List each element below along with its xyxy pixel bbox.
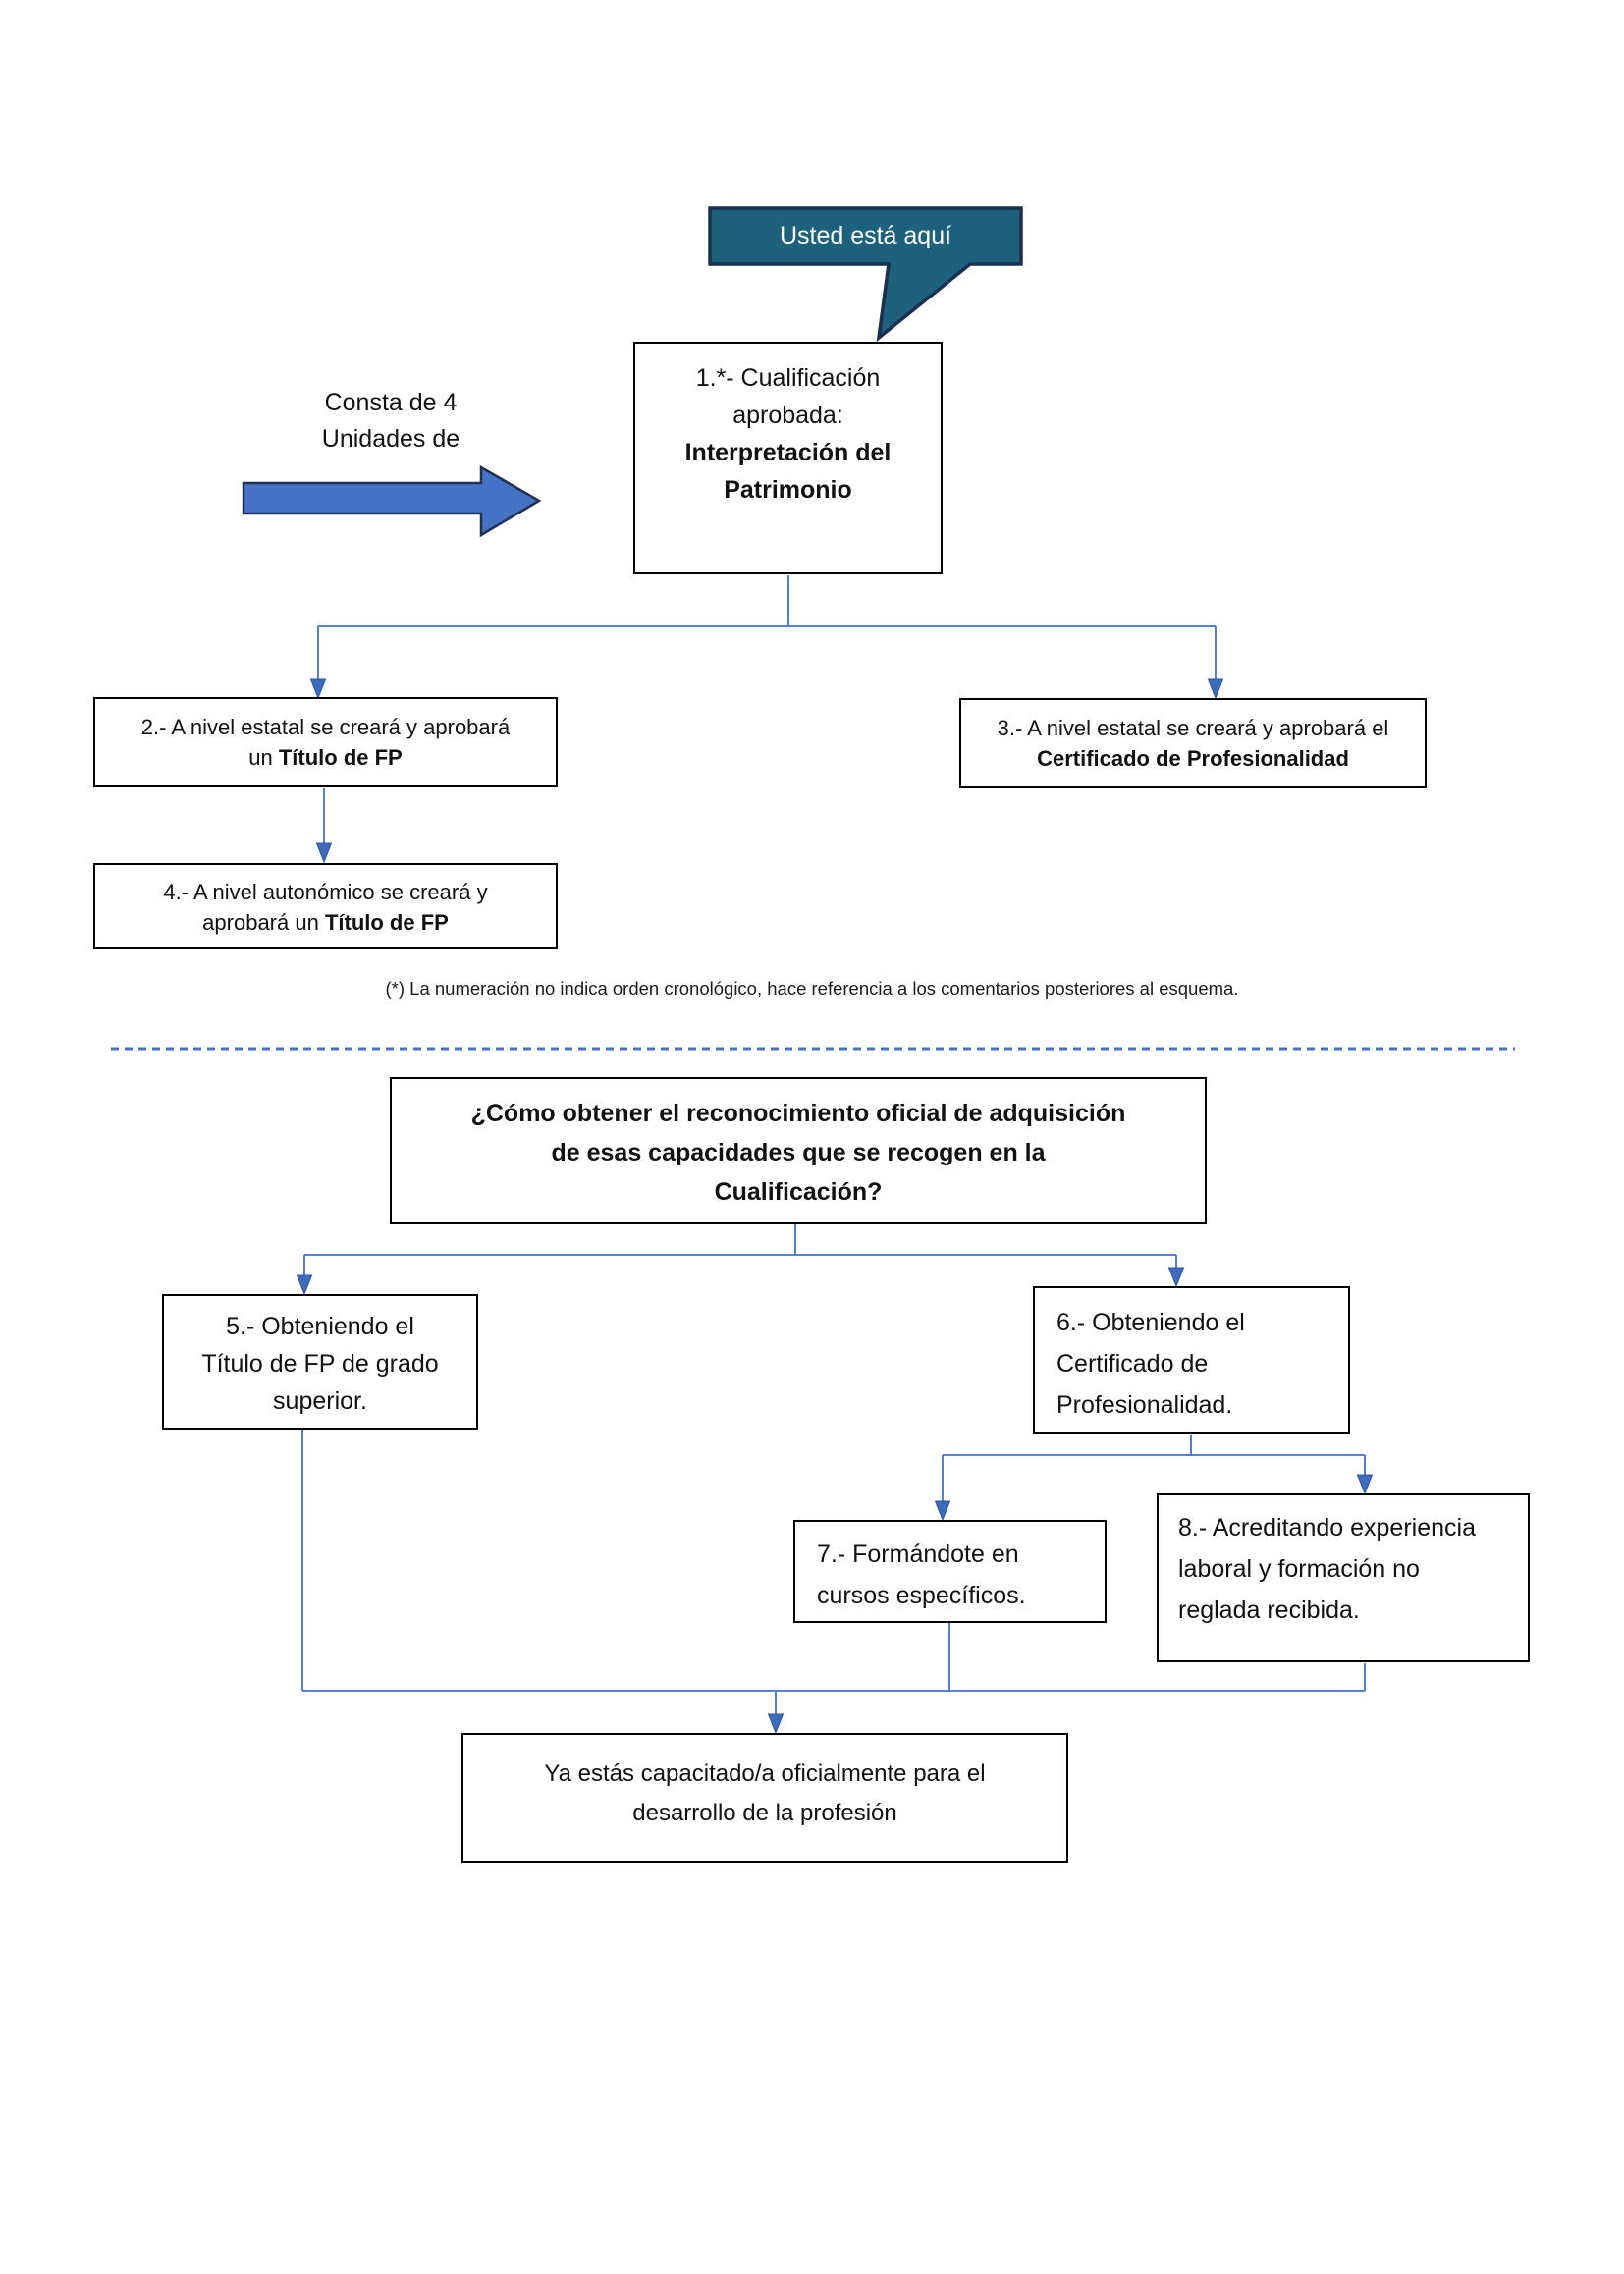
box-4-line-2-prefix: aprobará un bbox=[202, 910, 325, 935]
question-line-1: ¿Cómo obtener el reconocimiento oficial … bbox=[470, 1100, 1126, 1127]
box-2-line-2-prefix: un bbox=[248, 745, 279, 770]
box-1-line-4-bold: Patrimonio bbox=[724, 476, 852, 504]
arrowhead-into-box5 bbox=[296, 1274, 313, 1296]
final-box-capacitado: Ya estás capacitado/a oficialmente para … bbox=[461, 1733, 1068, 1863]
connector-box1-to-box2-box3 bbox=[317, 575, 1217, 686]
box-6-line-1: 6.- Obteniendo el bbox=[1056, 1309, 1245, 1336]
box-3-line-1: 3.- A nivel estatal se creará y aprobará… bbox=[997, 716, 1389, 740]
box-2-line-2-bold: Título de FP bbox=[278, 745, 403, 770]
box-2-titulo-fp-estatal: 2.- A nivel estatal se creará y aprobará… bbox=[93, 697, 558, 787]
arrowhead-into-box8 bbox=[1356, 1474, 1374, 1495]
connector-question-to-box5-box6 bbox=[303, 1224, 1177, 1276]
arrowhead-into-box4 bbox=[315, 842, 333, 864]
box-8-experiencia-laboral: 8.- Acreditando experiencia laboral y fo… bbox=[1157, 1493, 1530, 1662]
speech-bubble-shape bbox=[708, 206, 1023, 343]
box-1-line-1: 1.*- Cualificación bbox=[695, 364, 881, 392]
arrowhead-into-box6 bbox=[1167, 1267, 1185, 1288]
box-7-cursos-especificos: 7.- Formándote en cursos específicos. bbox=[793, 1520, 1107, 1623]
box-1-line-3-bold: Interpretación del bbox=[684, 439, 892, 466]
box-2-line-2: un Título de FP bbox=[95, 742, 556, 773]
final-line-1: Ya estás capacitado/a oficialmente para … bbox=[544, 1760, 986, 1787]
speech-bubble-text: Usted está aquí bbox=[779, 222, 952, 249]
box-6-line-3: Profesionalidad. bbox=[1056, 1391, 1233, 1419]
box-4-line-1: 4.- A nivel autonómico se creará y bbox=[163, 880, 488, 904]
question-box: ¿Cómo obtener el reconocimiento oficial … bbox=[390, 1077, 1207, 1224]
box-2-line-1: 2.- A nivel estatal se creará y aprobará bbox=[140, 715, 511, 739]
final-line-2: desarrollo de la profesión bbox=[632, 1800, 897, 1826]
footnote-text: (*) La numeración no indica orden cronol… bbox=[385, 978, 1239, 999]
speech-bubble-label: Usted está aquí bbox=[710, 208, 1021, 264]
box-6-line-2: Certificado de bbox=[1056, 1350, 1209, 1378]
box-4-line-2: aprobará un Título de FP bbox=[95, 907, 556, 938]
box-3-line-2-bold: Certificado de Profesionalidad bbox=[1037, 746, 1349, 771]
arrowhead-into-final bbox=[767, 1713, 785, 1735]
connector-box6-to-box7-box8 bbox=[942, 1435, 1366, 1502]
arrow-annotation-line-1: Consta de 4 bbox=[324, 389, 458, 416]
box-4-line-2-bold: Título de FP bbox=[324, 910, 449, 935]
box-5-line-1: 5.- Obteniendo el bbox=[226, 1313, 414, 1340]
box-8-line-1: 8.- Acreditando experiencia bbox=[1178, 1514, 1476, 1542]
box-6-certificado-profesionalidad: 6.- Obteniendo el Certificado de Profesi… bbox=[1033, 1286, 1350, 1434]
box-8-line-2: laboral y formación no bbox=[1178, 1555, 1420, 1583]
box-7-line-2: cursos específicos. bbox=[817, 1582, 1026, 1609]
box-5-line-2: Título de FP de grado bbox=[201, 1350, 439, 1378]
box-8-line-3: reglada recibida. bbox=[1178, 1597, 1360, 1624]
box-4-titulo-fp-autonomico: 4.- A nivel autonómico se creará y aprob… bbox=[93, 863, 558, 949]
arrowhead-into-box7 bbox=[934, 1500, 951, 1522]
box-3-certificado-profesionalidad: 3.- A nivel estatal se creará y aprobará… bbox=[959, 698, 1427, 788]
arrowhead-into-box3 bbox=[1207, 678, 1224, 700]
footnote: (*) La numeración no indica orden cronol… bbox=[0, 978, 1624, 1000]
connector-merge-to-final bbox=[301, 1430, 1366, 1715]
arrowhead-into-box2 bbox=[309, 678, 327, 700]
box-5-titulo-fp-grado-superior: 5.- Obteniendo el Título de FP de grado … bbox=[162, 1294, 478, 1430]
box-1-line-2: aprobada: bbox=[732, 402, 843, 429]
question-line-2: de esas capacidades que se recogen en la bbox=[551, 1139, 1046, 1166]
big-right-arrow bbox=[242, 464, 542, 538]
box-5-line-3: superior. bbox=[273, 1387, 367, 1415]
box-1-cualificacion-aprobada: 1.*- Cualificación aprobada: Interpretac… bbox=[633, 342, 943, 574]
arrow-annotation-label: Consta de 4 Unidades de bbox=[244, 385, 538, 458]
arrow-annotation-line-2: Unidades de bbox=[321, 425, 460, 453]
box-7-line-1: 7.- Formándote en bbox=[817, 1541, 1019, 1568]
question-line-3: Cualificación? bbox=[714, 1178, 883, 1206]
